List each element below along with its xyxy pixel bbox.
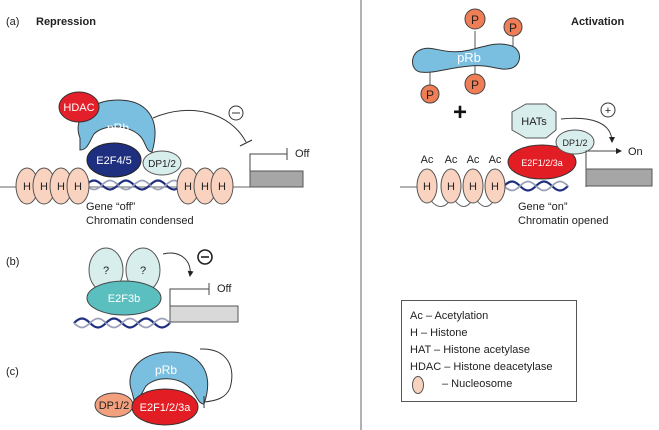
acetyl-label: Ac — [421, 154, 434, 166]
legend-item-hat: HAT – Histone acetylase — [410, 344, 531, 356]
autoinhibition-loop — [199, 348, 233, 403]
legend-item-nucleosome: – Nucleosome — [442, 378, 513, 390]
dp12-protein — [142, 150, 182, 176]
histone-label: H — [469, 181, 477, 193]
panel-activation: Activation pRb P P P P + — [400, 8, 653, 227]
dna-helix — [84, 179, 184, 191]
dp12-label: DP1/2 — [148, 159, 176, 170]
legend-item-histone: H – Histone — [410, 327, 468, 339]
prb-label: pRb — [107, 121, 129, 135]
gene-box — [249, 170, 304, 188]
e2f45-label: E2F4/5 — [96, 155, 131, 167]
nucleosome — [210, 167, 234, 205]
gene-box — [169, 305, 239, 323]
unknown-label: ? — [140, 265, 146, 277]
hats-label: HATs — [521, 116, 547, 128]
hats-protein — [511, 103, 557, 139]
promoter-state-on: On — [628, 146, 643, 158]
nucleosome-group-right: H H H — [176, 167, 234, 205]
acetyl-label: Ac — [489, 154, 502, 166]
legend-item-hdac: HDAC – Histone deacetylase — [410, 361, 553, 373]
panel-c-letter: (c) — [6, 366, 19, 378]
e2f123a-protein — [507, 144, 577, 180]
caption-gene-on: Gene “on” — [518, 201, 568, 213]
panel-a-title: Repression — [36, 16, 96, 28]
dp12-label: DP1/2 — [99, 400, 130, 412]
panel-b-letter: (b) — [6, 256, 19, 268]
phosphate-icon — [420, 84, 440, 104]
histone-label: H — [184, 181, 192, 193]
nucleosome — [416, 168, 438, 204]
nucleosome — [462, 168, 484, 204]
histone-label: H — [57, 181, 65, 193]
plus-sign-label: + — [605, 105, 611, 117]
phosphorylated-prb: pRb P P P P — [412, 8, 523, 104]
histone-label: H — [491, 181, 499, 193]
hdac-protein — [58, 91, 100, 123]
histone-label: H — [74, 181, 82, 193]
prb-protein — [129, 351, 209, 405]
histone-label: H — [201, 181, 209, 193]
panel-b: (b) ? ? E2F3b Off — [6, 247, 239, 329]
caption-chromatin-opened: Chromatin opened — [518, 215, 609, 227]
dp12-protein — [555, 129, 595, 155]
phosphate-label: P — [509, 21, 517, 35]
inhibition-bar — [239, 139, 253, 147]
legend-item-acetylation: Ac – Acetylation — [410, 310, 489, 322]
phosphate-label: P — [471, 78, 479, 92]
e2f123a-label: E2F1/2/3a — [140, 402, 192, 414]
histone-label: H — [447, 181, 455, 193]
nucleosome — [484, 168, 506, 204]
dp12-label: DP1/2 — [562, 138, 587, 148]
prb-label: pRb — [457, 50, 481, 65]
inhibition-arc — [152, 110, 247, 143]
promoter-state-off: Off — [295, 148, 310, 160]
promoter-state-off: Off — [217, 283, 232, 295]
e2f3b-label: E2F3b — [108, 293, 140, 305]
phosphate-label: P — [426, 88, 434, 102]
phosphate-icon — [464, 8, 486, 30]
phosphate-icon — [503, 17, 523, 37]
dna-helix — [502, 180, 570, 192]
phosphate-label: P — [471, 13, 479, 27]
gene-box — [585, 168, 653, 187]
repression-arrow — [162, 252, 194, 277]
histone-label: H — [23, 181, 31, 193]
caption-gene-off: Gene “off” — [86, 201, 136, 213]
phosphate-icon — [464, 73, 486, 95]
e2f3b-protein — [86, 280, 162, 316]
e2f45-protein — [86, 142, 142, 178]
nucleosome-group-left: H H H H — [15, 167, 90, 205]
nucleosome-icon — [412, 376, 424, 394]
histone-label: H — [423, 181, 431, 193]
acetylated-nucleosomes: H H H H Ac Ac Ac Ac — [416, 154, 506, 204]
panel-a-repression: (a) Repression H H H H H H H — [0, 16, 310, 227]
e2f123a-label: E2F1/2/3a — [521, 158, 563, 168]
activation-arrow — [560, 117, 615, 143]
nucleosome — [66, 167, 90, 205]
dna-helix — [72, 317, 172, 329]
unknown-label: ? — [103, 265, 109, 277]
histone-label: H — [40, 181, 48, 193]
prb-label: pRb — [155, 363, 177, 377]
legend: Ac – Acetylation H – Histone HAT – Histo… — [401, 300, 577, 402]
nucleosome — [440, 168, 462, 204]
plus-symbol: + — [453, 99, 467, 126]
panel-a-letter: (a) — [6, 16, 19, 28]
prb-protein — [412, 43, 520, 73]
e2f123a-protein — [131, 388, 199, 426]
hdac-label: HDAC — [63, 102, 94, 114]
caption-chromatin-condensed: Chromatin condensed — [86, 215, 194, 227]
linker-dna — [427, 195, 497, 207]
plus-sign-icon — [600, 102, 616, 118]
histone-label: H — [218, 181, 226, 193]
panel-c: (c) pRb DP1/2 E2F1/2/3a — [6, 348, 233, 426]
acetyl-label: Ac — [467, 154, 480, 166]
activation-title: Activation — [571, 16, 624, 28]
acetyl-label: Ac — [445, 154, 458, 166]
